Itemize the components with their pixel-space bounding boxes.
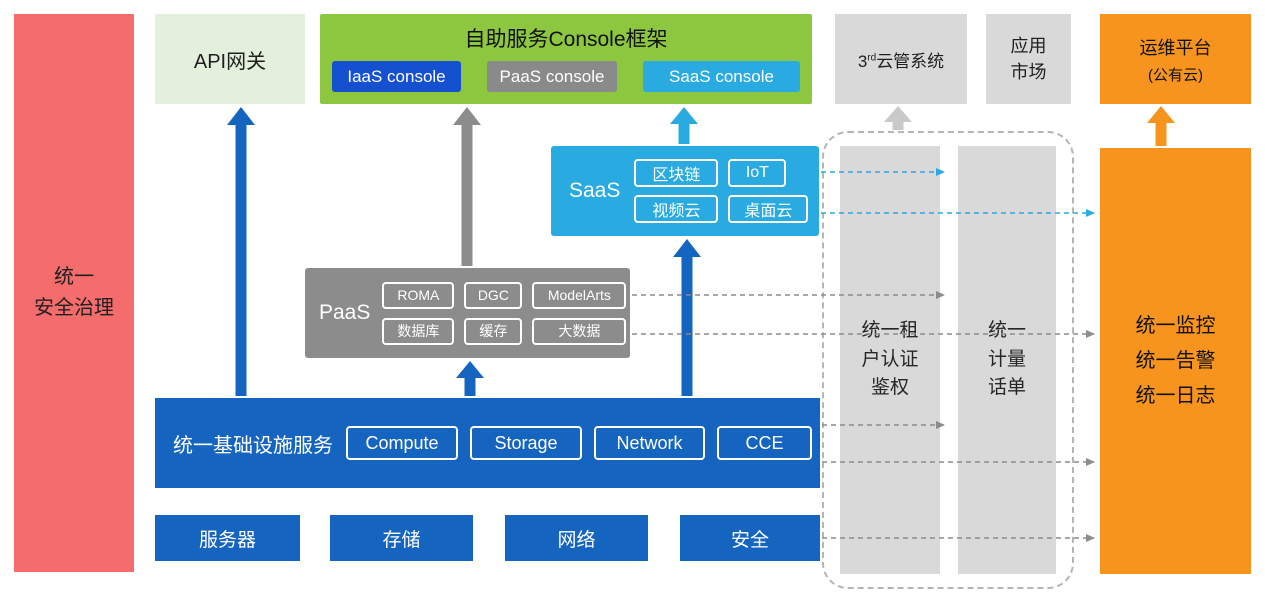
- infrastructure-label: 统一基础设施服务: [173, 434, 333, 457]
- resource-security-box: 安全: [680, 515, 820, 561]
- chip-database: 数据库: [382, 317, 455, 345]
- api-gateway-box: API网关: [155, 14, 305, 104]
- chip-storage: Storage: [470, 426, 582, 460]
- om-platform-title: 运维平台: [1139, 37, 1212, 58]
- console-frame-title: 自助服务Console框架: [464, 28, 668, 51]
- saas-layer-label: SaaS: [569, 179, 621, 202]
- arrow-infra-to-api-gateway-icon: [227, 107, 255, 396]
- chip-compute: Compute: [346, 426, 458, 460]
- chip-iot: IoT: [728, 159, 787, 187]
- third-party-cms-box: 3rd云管系统: [835, 14, 967, 104]
- paas-layer-box: PaaS ROMA DGC ModelArts 数据库 缓存 大数据: [305, 268, 630, 358]
- chip-desktop-cloud: 桌面云: [728, 195, 809, 223]
- tenant-services-dashed-group: [822, 131, 1074, 589]
- saas-layer-box: SaaS 区块链 IoT 视频云 桌面云: [551, 146, 819, 236]
- infrastructure-layer-box: 统一基础设施服务 Compute Storage Network CCE: [155, 398, 820, 488]
- arrow-infra-to-paas-icon: [456, 361, 484, 396]
- chip-dgc: DGC: [464, 281, 523, 309]
- chip-cce: CCE: [717, 426, 812, 460]
- chip-network: Network: [594, 426, 705, 460]
- console-buttons-row: IaaS console PaaS console SaaS console: [320, 61, 812, 92]
- saas-console-button: SaaS console: [643, 61, 800, 92]
- arrow-infra-to-saas-icon: [673, 239, 701, 396]
- infrastructure-chips: Compute Storage Network CCE: [346, 426, 812, 460]
- chip-roma: ROMA: [382, 281, 455, 309]
- chip-blockchain: 区块链: [634, 159, 719, 187]
- app-market-box: 应用 市场: [986, 14, 1071, 104]
- arrow-paas-to-console-icon: [453, 107, 481, 266]
- resource-storage-box: 存储: [330, 515, 473, 561]
- third-party-cms-label: 3rd云管系统: [857, 51, 945, 71]
- chip-bigdata: 大数据: [532, 317, 627, 345]
- paas-chips: ROMA DGC ModelArts 数据库 缓存 大数据: [382, 281, 627, 345]
- resource-network-box: 网络: [505, 515, 648, 561]
- iaas-console-button: IaaS console: [332, 61, 461, 92]
- paas-layer-label: PaaS: [319, 301, 371, 324]
- om-platform-box: 运维平台 (公有云): [1100, 14, 1251, 104]
- paas-console-button: PaaS console: [487, 61, 617, 92]
- arrow-saas-to-console-icon: [670, 107, 698, 144]
- om-platform-subtitle: (公有云): [1148, 66, 1203, 84]
- chip-cache: 缓存: [464, 317, 523, 345]
- monitor-alarm-log-box: 统一监控 统一告警 统一日志: [1100, 148, 1251, 574]
- chip-video-cloud: 视频云: [634, 195, 719, 223]
- metering-billing-bar: 统一 计量 话单: [958, 146, 1056, 574]
- console-frame-box: 自助服务Console框架 IaaS console PaaS console …: [320, 14, 812, 104]
- arrow-to-3rd-cms-icon: [884, 106, 912, 130]
- saas-chips: 区块链 IoT 视频云 桌面云: [634, 159, 809, 223]
- tenant-auth-bar: 统一租 户认证 鉴权: [840, 146, 940, 574]
- arrow-to-om-platform-icon: [1147, 106, 1175, 146]
- security-governance-bar: 统一 安全治理: [14, 14, 134, 572]
- chip-modelarts: ModelArts: [532, 281, 627, 309]
- resource-server-box: 服务器: [155, 515, 300, 561]
